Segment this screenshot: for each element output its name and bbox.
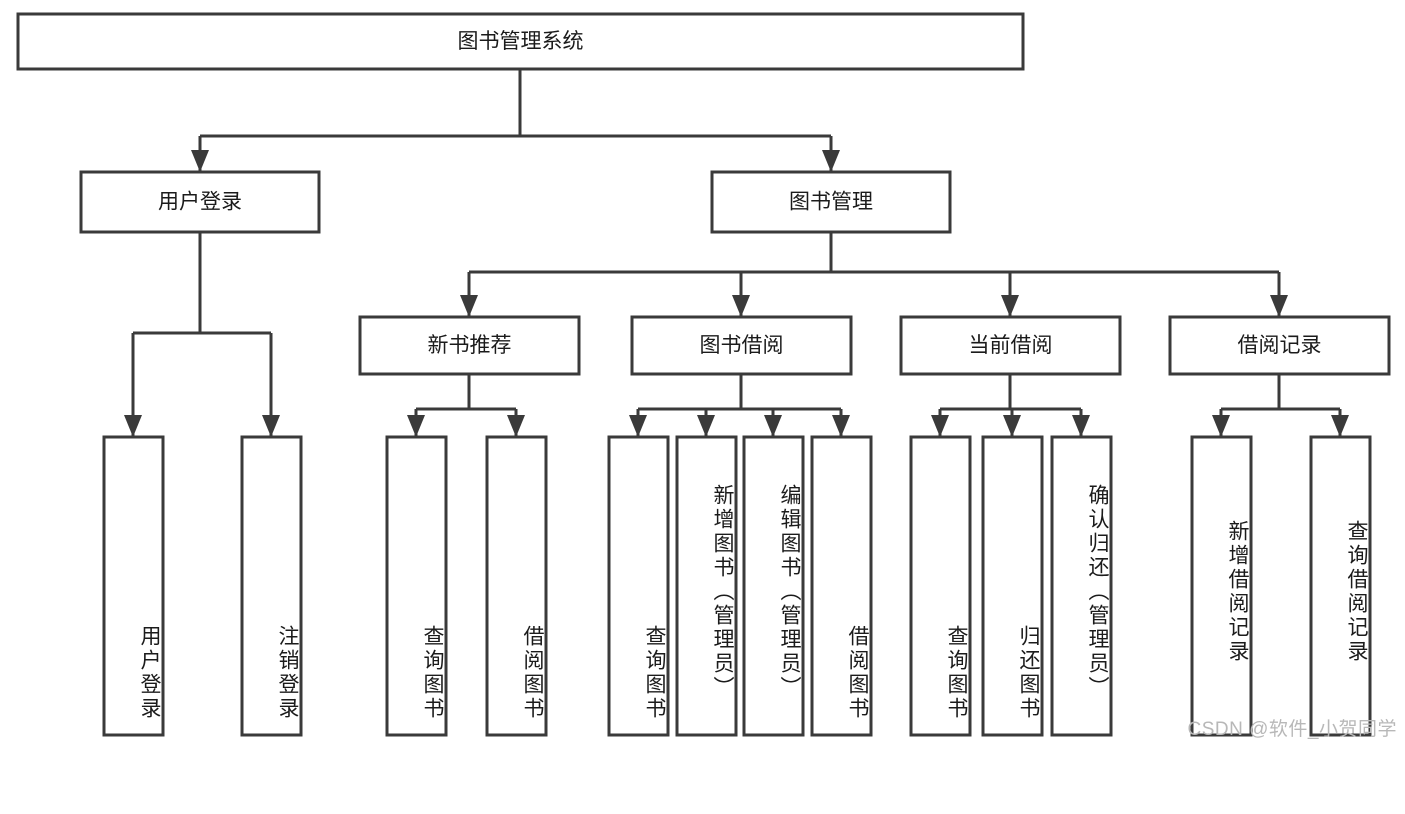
node-label-root: 图书管理系统 bbox=[458, 30, 584, 53]
node-box-layer bbox=[16, 12, 1391, 737]
node-box-leaf-query-book-3[interactable] bbox=[909, 435, 972, 737]
node-box-leaf-logout[interactable] bbox=[240, 435, 303, 737]
node-label-book-borrow: 图书借阅 bbox=[700, 334, 784, 357]
watermark: CSDN @软件_小贺同学 bbox=[1187, 719, 1397, 740]
node-box-root[interactable] bbox=[16, 12, 1025, 71]
arrow-head-icon bbox=[262, 415, 280, 437]
node-label-current-borrow: 当前借阅 bbox=[969, 334, 1053, 357]
node-box-leaf-query-book-2[interactable] bbox=[607, 435, 670, 737]
node-label-user-login: 用户登录 bbox=[158, 191, 242, 214]
node-label-new-book-rec: 新书推荐 bbox=[428, 334, 512, 357]
arrow-head-icon bbox=[191, 150, 209, 172]
node-box-book-borrow[interactable] bbox=[630, 315, 853, 376]
node-box-current-borrow[interactable] bbox=[899, 315, 1122, 376]
arrow-head-icon bbox=[1331, 415, 1349, 437]
arrow-head-icon bbox=[1270, 295, 1288, 317]
node-box-leaf-query-book-1[interactable] bbox=[385, 435, 448, 737]
node-box-book-manage[interactable] bbox=[710, 170, 952, 234]
arrow-head-icon bbox=[124, 415, 142, 437]
arrow-head-icon bbox=[1003, 415, 1021, 437]
arrow-head-icon bbox=[697, 415, 715, 437]
node-label-book-manage: 图书管理 bbox=[789, 191, 873, 214]
arrow-head-icon bbox=[832, 415, 850, 437]
arrow-head-icon bbox=[407, 415, 425, 437]
node-box-leaf-query-record[interactable] bbox=[1309, 435, 1372, 737]
node-box-leaf-borrow-book-1[interactable] bbox=[485, 435, 548, 737]
arrow-head-icon bbox=[931, 415, 949, 437]
node-box-leaf-borrow-book-2[interactable] bbox=[810, 435, 873, 737]
arrow-head-icon bbox=[1212, 415, 1230, 437]
node-box-new-book-rec[interactable] bbox=[358, 315, 581, 376]
node-box-leaf-edit-book[interactable] bbox=[742, 435, 805, 737]
connector-layer bbox=[124, 69, 1349, 437]
node-label-borrow-record: 借阅记录 bbox=[1238, 334, 1322, 357]
node-box-leaf-user-login[interactable] bbox=[102, 435, 165, 737]
arrow-head-icon bbox=[629, 415, 647, 437]
arrow-head-icon bbox=[764, 415, 782, 437]
flowchart-canvas: 图书管理系统用户登录图书管理新书推荐图书借阅当前借阅借阅记录 用户登录注销登录查… bbox=[16, 12, 1397, 740]
node-box-user-login[interactable] bbox=[79, 170, 321, 234]
arrow-head-icon bbox=[1072, 415, 1090, 437]
node-box-leaf-return-book[interactable] bbox=[981, 435, 1044, 737]
node-box-leaf-add-record[interactable] bbox=[1190, 435, 1253, 737]
node-box-borrow-record[interactable] bbox=[1168, 315, 1391, 376]
node-box-leaf-add-book[interactable] bbox=[675, 435, 738, 737]
arrow-head-icon bbox=[507, 415, 525, 437]
arrow-head-icon bbox=[822, 150, 840, 172]
arrow-head-icon bbox=[732, 295, 750, 317]
arrow-head-icon bbox=[460, 295, 478, 317]
node-box-leaf-confirm-return[interactable] bbox=[1050, 435, 1113, 737]
arrow-head-icon bbox=[1001, 295, 1019, 317]
